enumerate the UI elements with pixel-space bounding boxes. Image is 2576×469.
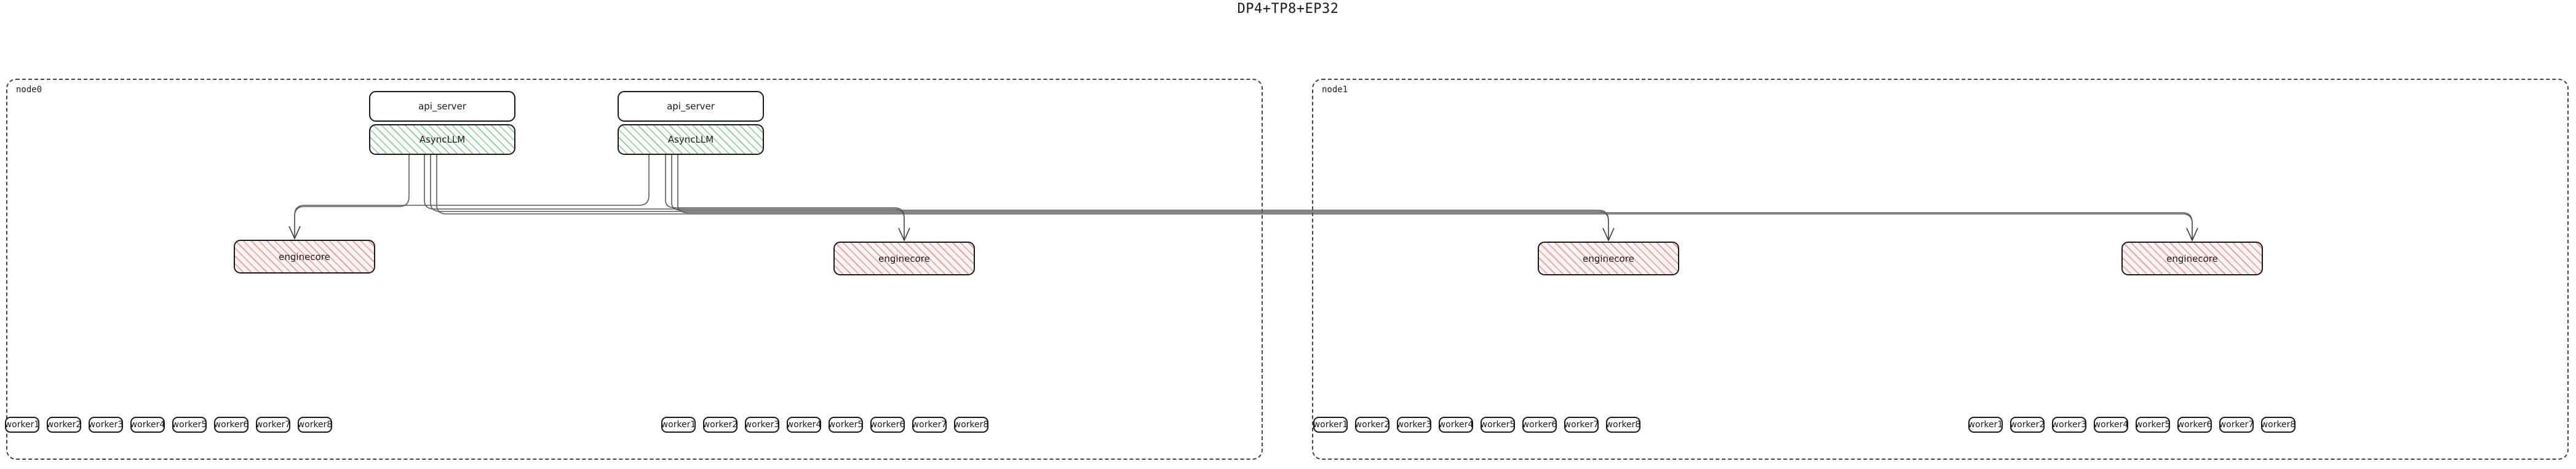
asyncllm-box-label: AsyncLLM <box>419 134 466 145</box>
worker-box[interactable]: worker4 <box>130 417 165 433</box>
worker-box[interactable]: worker8 <box>1606 417 1640 433</box>
worker-box[interactable]: worker8 <box>298 417 332 433</box>
node-panel-label-node1: node1 <box>1322 85 1348 95</box>
enginecore-box-label: enginecore <box>2166 253 2218 264</box>
worker-box-label: worker5 <box>828 420 864 430</box>
enginecore-box[interactable]: enginecore <box>234 240 375 274</box>
worker-box[interactable]: worker7 <box>256 417 290 433</box>
worker-box-label: worker7 <box>2219 420 2254 430</box>
worker-box[interactable]: worker6 <box>1522 417 1557 433</box>
node-panel-node1: node1 <box>1312 79 2569 460</box>
worker-box-label: worker4 <box>1438 420 1474 430</box>
worker-box-label: worker1 <box>1968 420 2003 430</box>
worker-box[interactable]: worker6 <box>2177 417 2212 433</box>
worker-box[interactable]: worker6 <box>214 417 248 433</box>
worker-box-label: worker1 <box>1313 420 1348 430</box>
worker-box[interactable]: worker7 <box>2219 417 2254 433</box>
worker-box-label: worker1 <box>4 420 40 430</box>
page-title: DP4+TP8+EP32 <box>1237 1 1339 17</box>
worker-box-label: worker6 <box>870 420 905 430</box>
worker-box[interactable]: worker4 <box>787 417 821 433</box>
enginecore-box[interactable]: enginecore <box>1538 242 1679 275</box>
worker-box[interactable]: worker2 <box>2010 417 2045 433</box>
worker-box[interactable]: worker3 <box>745 417 779 433</box>
worker-box-label: worker6 <box>2177 420 2212 430</box>
worker-box[interactable]: worker2 <box>47 417 81 433</box>
api-server-box-label: api_server <box>667 101 715 112</box>
worker-box-label: worker7 <box>255 420 291 430</box>
worker-box-label: worker3 <box>88 420 124 430</box>
worker-box-label: worker5 <box>172 420 207 430</box>
worker-box[interactable]: worker4 <box>1439 417 1473 433</box>
worker-box-label: worker2 <box>46 420 82 430</box>
worker-box-label: worker5 <box>1480 420 1516 430</box>
worker-box[interactable]: worker1 <box>5 417 39 433</box>
worker-box-label: worker8 <box>297 420 333 430</box>
worker-box-label: worker2 <box>1354 420 1390 430</box>
worker-box-label: worker1 <box>661 420 696 430</box>
worker-box[interactable]: worker1 <box>1968 417 2003 433</box>
worker-box-label: worker8 <box>1605 420 1641 430</box>
asyncllm-box-label: AsyncLLM <box>667 134 714 145</box>
api-server-box-label: api_server <box>418 101 466 112</box>
worker-box[interactable]: worker5 <box>2136 417 2170 433</box>
worker-box[interactable]: worker7 <box>1564 417 1599 433</box>
worker-box-label: worker2 <box>702 420 738 430</box>
worker-box[interactable]: worker3 <box>89 417 123 433</box>
worker-box[interactable]: worker5 <box>1481 417 1515 433</box>
node-panel-label-node0: node0 <box>16 85 42 95</box>
asyncllm-box[interactable]: AsyncLLM <box>618 124 764 155</box>
worker-box[interactable]: worker1 <box>1313 417 1348 433</box>
api-server-box[interactable]: api_server <box>369 91 515 122</box>
worker-box-label: worker7 <box>1564 420 1599 430</box>
worker-box[interactable]: worker6 <box>870 417 905 433</box>
enginecore-box-label: enginecore <box>279 251 330 262</box>
worker-box-label: worker4 <box>130 420 165 430</box>
worker-box-label: worker5 <box>2135 420 2171 430</box>
worker-box[interactable]: worker5 <box>172 417 207 433</box>
worker-box[interactable]: worker2 <box>1355 417 1389 433</box>
enginecore-box-label: enginecore <box>878 253 930 264</box>
node-panel-node0: node0 <box>6 79 1263 460</box>
worker-box-label: worker8 <box>2260 420 2296 430</box>
asyncllm-box[interactable]: AsyncLLM <box>369 124 515 155</box>
worker-box[interactable]: worker1 <box>661 417 696 433</box>
worker-box-label: worker8 <box>953 420 989 430</box>
worker-box[interactable]: worker4 <box>2094 417 2128 433</box>
worker-box[interactable]: worker5 <box>829 417 863 433</box>
worker-box-label: worker3 <box>1396 420 1432 430</box>
worker-box-label: worker4 <box>2093 420 2129 430</box>
worker-box[interactable]: worker8 <box>2261 417 2296 433</box>
worker-box-label: worker3 <box>744 420 780 430</box>
enginecore-box[interactable]: enginecore <box>833 242 975 275</box>
worker-box[interactable]: worker3 <box>1397 417 1431 433</box>
worker-box-label: worker4 <box>786 420 822 430</box>
worker-box-label: worker3 <box>2051 420 2087 430</box>
worker-box[interactable]: worker7 <box>912 417 947 433</box>
worker-box-label: worker6 <box>1522 420 1557 430</box>
worker-box-label: worker6 <box>213 420 249 430</box>
api-server-box[interactable]: api_server <box>618 91 764 122</box>
worker-box[interactable]: worker8 <box>954 417 988 433</box>
worker-box-label: worker7 <box>912 420 947 430</box>
enginecore-box-label: enginecore <box>1583 253 1634 264</box>
worker-box[interactable]: worker3 <box>2052 417 2086 433</box>
worker-box-label: worker2 <box>2010 420 2045 430</box>
enginecore-box[interactable]: enginecore <box>2121 242 2263 275</box>
worker-box[interactable]: worker2 <box>703 417 737 433</box>
